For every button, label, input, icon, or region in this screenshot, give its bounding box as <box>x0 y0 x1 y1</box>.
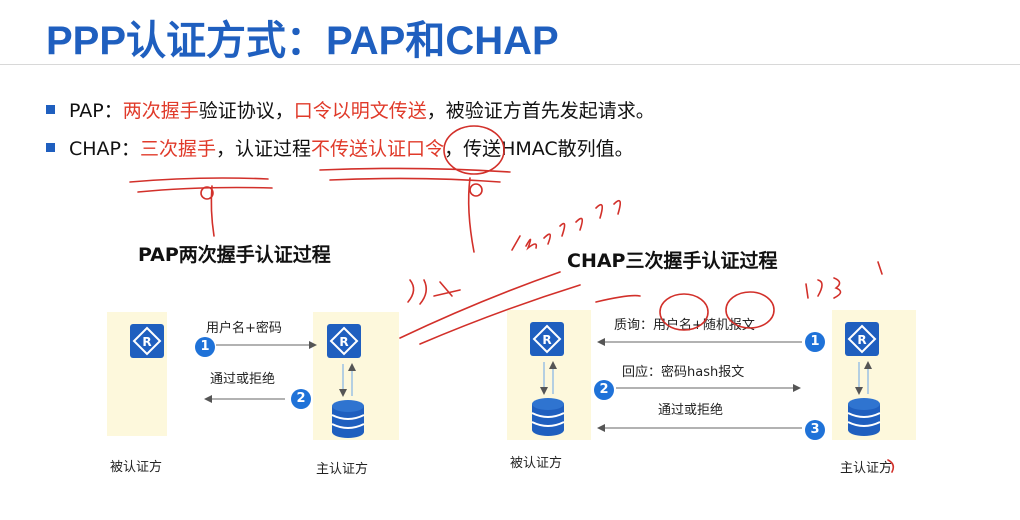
database-icon <box>847 398 881 436</box>
chap-step-3: 3 <box>805 420 825 440</box>
router-icon: R <box>845 322 879 356</box>
chap-caption: CHAP三次握手认证过程 <box>567 250 778 272</box>
chap-step-1: 1 <box>805 332 825 352</box>
router-icon: R <box>130 324 164 358</box>
chap-step-2: 2 <box>594 380 614 400</box>
handwritten-annotations <box>129 125 895 473</box>
bullet-chap-label: CHAP： <box>69 138 141 160</box>
pap-caption: PAP两次握手认证过程 <box>138 244 331 266</box>
bullet-pap-handshake: 两次握手 <box>122 100 199 122</box>
bullet-square-icon <box>46 105 55 114</box>
bullet-square-icon <box>46 143 55 152</box>
pap-step-2: 2 <box>291 389 311 409</box>
svg-text:R: R <box>857 333 866 347</box>
pap-step-1: 1 <box>195 337 215 357</box>
router-icon: R <box>327 324 361 358</box>
svg-text:R: R <box>542 333 551 347</box>
pap-authenticator-label: 主认证方 <box>316 462 369 477</box>
database-icon <box>531 398 565 436</box>
chap-msg-challenge: 质询：用户名+随机报文 <box>614 318 755 333</box>
bullet-pap-label: PAP： <box>69 100 123 122</box>
chap-authenticator-label: 主认证方 <box>840 461 893 476</box>
bullet-chap-handshake: 三次握手 <box>140 138 217 160</box>
pap-authenticatee-label: 被认证方 <box>110 460 163 475</box>
chap-authenticatee-label: 被认证方 <box>510 456 563 471</box>
bullet-pap-plaintext: 口令以明文传送 <box>293 100 427 122</box>
chap-msg-response: 回应：密码hash报文 <box>622 365 745 380</box>
chap-msg-result: 通过或拒绝 <box>658 403 724 418</box>
bullet-chap-process: ，认证过程 <box>216 138 312 160</box>
svg-text:R: R <box>339 335 348 349</box>
bullet-chap: CHAP：三次握手，认证过程不传送认证口令，传送HMAC散列值。 <box>46 134 634 161</box>
bullet-pap-protocol: 验证协议， <box>198 100 294 122</box>
page-title: PPP认证方式：PAP和CHAP <box>46 19 559 63</box>
bullet-pap-tail: ，被验证方首先发起请求。 <box>426 100 655 122</box>
router-icon: R <box>530 322 564 356</box>
database-icon <box>331 400 365 438</box>
svg-text:R: R <box>142 335 151 349</box>
pap-msg-result: 通过或拒绝 <box>210 372 276 387</box>
pap-msg-credentials: 用户名+密码 <box>206 321 282 336</box>
bullet-chap-no-password: 不传送认证口令 <box>311 138 445 160</box>
title-divider <box>0 64 1020 65</box>
bullet-pap: PAP：两次握手验证协议，口令以明文传送，被验证方首先发起请求。 <box>46 96 655 123</box>
bullet-chap-tail: ，传送HMAC散列值。 <box>444 138 634 160</box>
